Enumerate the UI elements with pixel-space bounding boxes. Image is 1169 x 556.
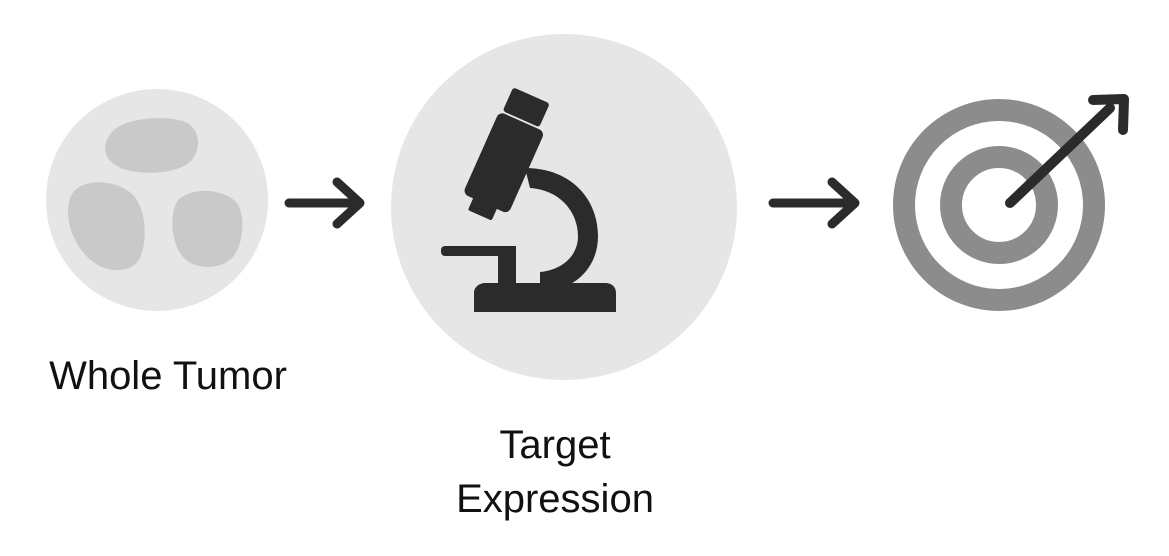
target-arrow-icon — [893, 94, 1129, 311]
microscope-icon — [391, 34, 737, 380]
target-arrow-shaft — [1005, 103, 1115, 208]
step-label-line-1: Target — [499, 423, 611, 467]
step-label-whole-tumor: Whole Tumor — [49, 354, 287, 398]
step-label-line-2: Expression — [456, 477, 654, 521]
right-arrow-icon — [768, 177, 860, 229]
target-outer-ring — [893, 99, 1105, 311]
tumor-cell-right — [172, 190, 243, 267]
right-arrow-icon — [284, 177, 365, 229]
tumor-cell-left — [68, 182, 145, 271]
microscope-circle — [391, 34, 737, 380]
target-inner-ring — [940, 146, 1058, 264]
tumor-cell-top — [105, 118, 199, 173]
step-label-target-expression: Target Expression — [410, 418, 700, 526]
tumor-cells-icon — [46, 89, 268, 311]
target-arrow-head — [1088, 94, 1129, 135]
